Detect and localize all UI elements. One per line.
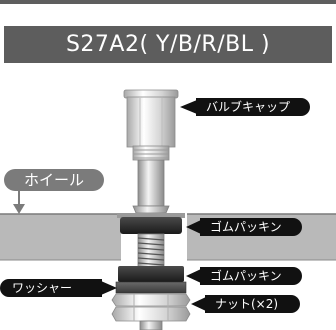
upper-packing-arrow <box>186 220 201 234</box>
wheel-label: ホイール <box>4 169 104 191</box>
threaded-shaft-graphic <box>137 233 165 269</box>
washer-arrow <box>101 281 117 295</box>
nut-callout: ナット(×2) <box>205 295 300 313</box>
nut-arrow <box>191 297 206 311</box>
product-title: S27A2( Y/B/R/BL ) <box>65 32 271 57</box>
valve-cap-arrow <box>180 100 197 114</box>
washer-callout: ワッシャー <box>0 279 102 297</box>
callout-arrows <box>101 100 206 311</box>
upper-rubber-packing-label: ゴムパッキン <box>210 220 282 234</box>
lower-rubber-packing-label: ゴムパッキン <box>210 269 282 283</box>
valve-cap-label: バルブキャップ <box>206 100 291 114</box>
wheel-body <box>0 213 336 261</box>
wheel-pointer-arrow <box>13 190 25 214</box>
nut-graphic <box>111 293 191 330</box>
nut-label: ナット(×2) <box>215 297 279 311</box>
top-divider <box>0 0 336 4</box>
upper-rubber-packing-callout: ゴムパッキン <box>200 218 302 236</box>
valve-cap-graphic <box>123 89 179 161</box>
title-banner: S27A2( Y/B/R/BL ) <box>4 26 332 63</box>
washer-graphic <box>115 281 187 294</box>
valve-cap-callout: バルブキャップ <box>196 98 310 116</box>
lower-packing-arrow <box>186 269 201 283</box>
upper-rubber-packing-graphic <box>117 213 185 234</box>
valve-stem-graphic <box>132 159 170 214</box>
lower-rubber-packing-callout: ゴムパッキン <box>200 267 302 285</box>
washer-label: ワッシャー <box>12 281 73 295</box>
lower-rubber-packing-graphic <box>118 266 184 282</box>
